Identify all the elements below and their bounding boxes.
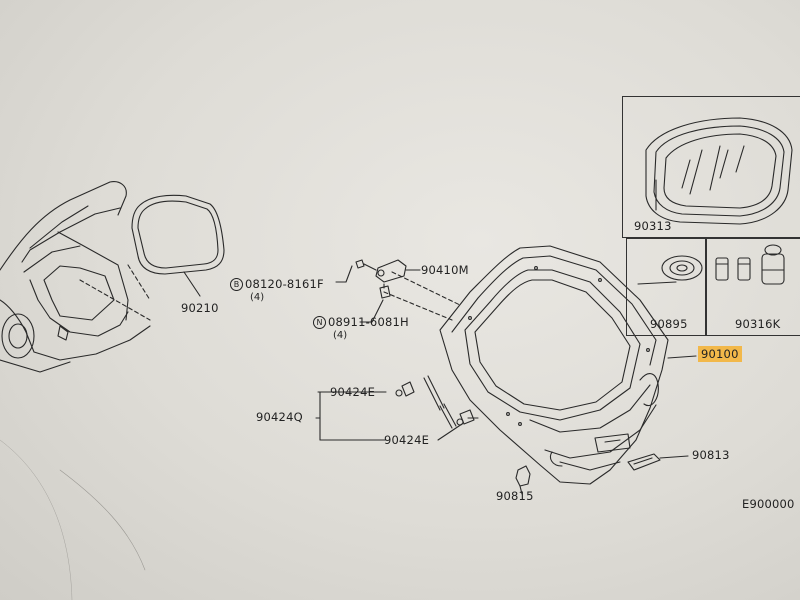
bolt-prefix-badge: B (230, 278, 243, 291)
weatherstrip-90210-drawing (131, 194, 225, 275)
back-door-90100-drawing (439, 245, 669, 485)
garnish-90813-drawing (627, 453, 661, 471)
adhesive-kit-90316k-drawing (715, 244, 785, 285)
part-label-08911-6081h: 08911-6081H (328, 315, 409, 329)
part-label-90316k: 90316K (735, 317, 781, 331)
nut-quantity: (4) (333, 330, 348, 341)
vehicle-rear-illustration (0, 181, 151, 373)
part-label-90895: 90895 (650, 317, 688, 331)
part-label-90813: 90813 (692, 448, 730, 462)
nut-prefix-badge: N (313, 316, 326, 329)
part-label-90313: 90313 (634, 219, 672, 233)
diagram-code: E900000 (742, 497, 795, 511)
part-label-90815: 90815 (496, 489, 534, 503)
part-label-90410m: 90410M (421, 263, 469, 277)
part-label-90424e-top: 90424E (330, 385, 376, 399)
part-label-90424e-bottom: 90424E (384, 433, 430, 447)
glass-90313-drawing (645, 117, 793, 225)
bolt-quantity: (4) (250, 292, 265, 303)
bumper-90815-drawing (515, 465, 531, 495)
adhesive-callout-box (706, 238, 800, 336)
hinge-90410m-drawing (355, 259, 407, 299)
glass-callout-box (622, 96, 800, 238)
tape-90895-drawing (637, 255, 703, 285)
part-label-90424q: 90424Q (256, 410, 303, 424)
tape-callout-box (626, 238, 706, 336)
part-label-90100: 90100 (698, 346, 742, 362)
part-label-08120-8161f: 08120-8161F (245, 277, 324, 291)
part-label-90100-highlight: 90100 (698, 346, 742, 362)
part-label-90210: 90210 (181, 301, 219, 315)
gas-strut-90424q-drawing (395, 375, 475, 429)
